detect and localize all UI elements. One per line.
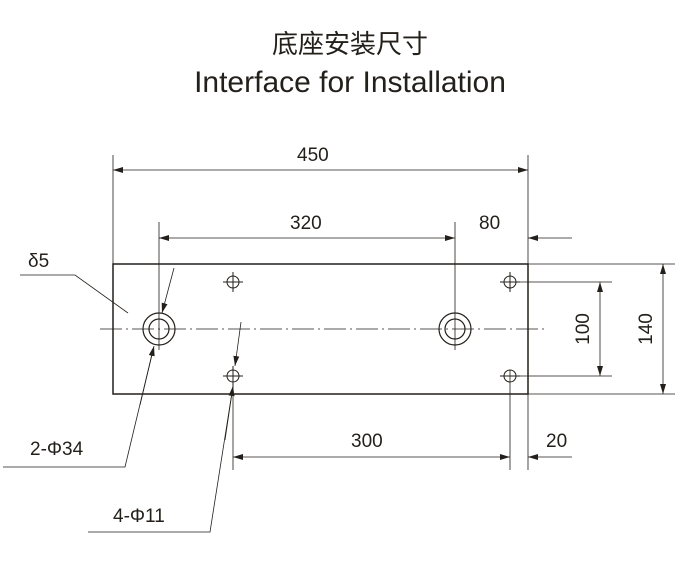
thickness-callout: δ5	[28, 251, 50, 272]
small-hole-callout: 4-Φ11	[113, 506, 165, 527]
dim-100: 100	[572, 313, 594, 345]
dim-20: 20	[546, 431, 568, 452]
dim-320: 320	[290, 213, 322, 234]
title-chinese: 底座安装尺寸	[271, 30, 428, 60]
title-english: Interface for Installation	[194, 66, 506, 99]
dim-300: 300	[351, 431, 383, 452]
large-hole-callout: 2-Φ34	[30, 439, 84, 460]
dim-140: 140	[635, 313, 657, 345]
dim-450: 450	[297, 145, 329, 166]
dim-80: 80	[479, 213, 501, 234]
